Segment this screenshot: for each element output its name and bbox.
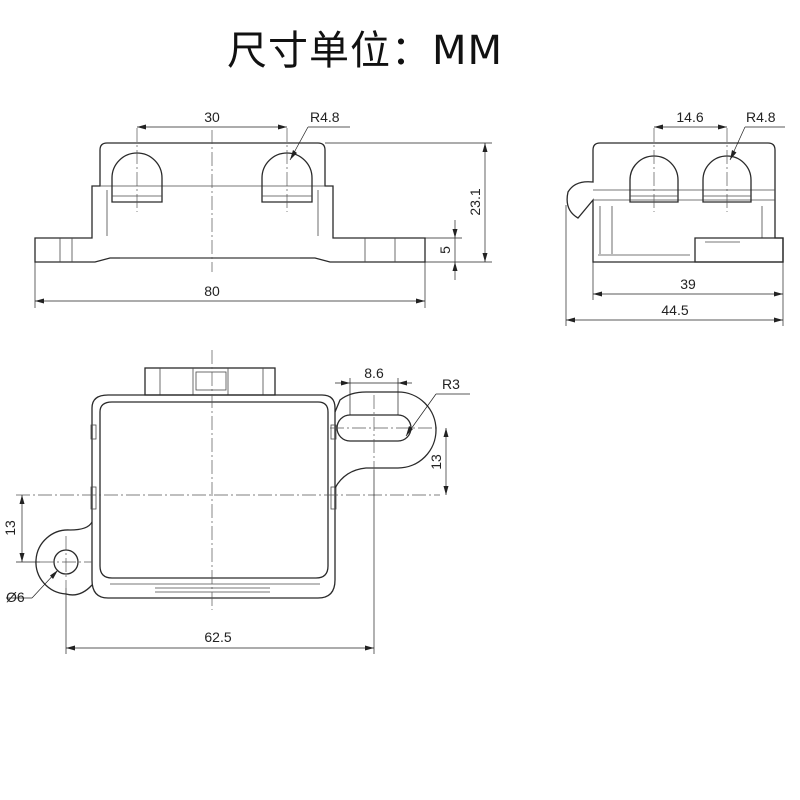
dim-top-offset-left-label: 13 bbox=[2, 520, 18, 536]
dim-front-length-label: 80 bbox=[204, 283, 220, 299]
dim-top-hole-label: Ø6 bbox=[6, 589, 25, 605]
dim-side-pitch-label: 14.6 bbox=[676, 109, 703, 125]
dim-front-base-label: 5 bbox=[437, 246, 453, 254]
dim-top-offset-right: 13 bbox=[428, 428, 449, 495]
dim-top-radius-label: R3 bbox=[442, 376, 460, 392]
dim-front-radius: R4.8 bbox=[289, 109, 350, 161]
dim-top-slot-label: 8.6 bbox=[364, 365, 384, 381]
dim-top-offset-left: 13 bbox=[2, 495, 40, 563]
side-view bbox=[566, 128, 784, 263]
dim-front-length: 80 bbox=[34, 262, 426, 308]
dim-top-span: 62.5 bbox=[65, 470, 375, 654]
dim-top-offset-right-label: 13 bbox=[428, 454, 444, 470]
dim-side-pitch: 14.6 bbox=[654, 109, 727, 130]
page-title: 尺寸单位：MM bbox=[226, 28, 504, 74]
dim-front-base: 5 bbox=[425, 220, 462, 280]
dim-side-radius: R4.8 bbox=[729, 109, 785, 161]
dim-top-hole: Ø6 bbox=[6, 569, 59, 605]
top-view bbox=[16, 350, 440, 610]
dim-top-slot: 8.6 bbox=[335, 365, 412, 415]
dim-side-body-label: 39 bbox=[680, 276, 696, 292]
dim-side-body: 39 bbox=[592, 262, 784, 326]
dim-front-height-label: 23.1 bbox=[467, 188, 483, 215]
dim-front-radius-label: R4.8 bbox=[310, 109, 340, 125]
dim-top-span-label: 62.5 bbox=[204, 629, 231, 645]
dim-side-radius-label: R4.8 bbox=[746, 109, 776, 125]
dim-front-pitch: 30 bbox=[137, 109, 287, 130]
front-view bbox=[34, 128, 426, 272]
dim-top-radius: R3 bbox=[405, 376, 470, 437]
dim-side-total: 44.5 bbox=[565, 205, 783, 326]
dim-side-total-label: 44.5 bbox=[661, 302, 688, 318]
dim-front-pitch-label: 30 bbox=[204, 109, 220, 125]
dim-front-height: 23.1 bbox=[325, 142, 492, 263]
